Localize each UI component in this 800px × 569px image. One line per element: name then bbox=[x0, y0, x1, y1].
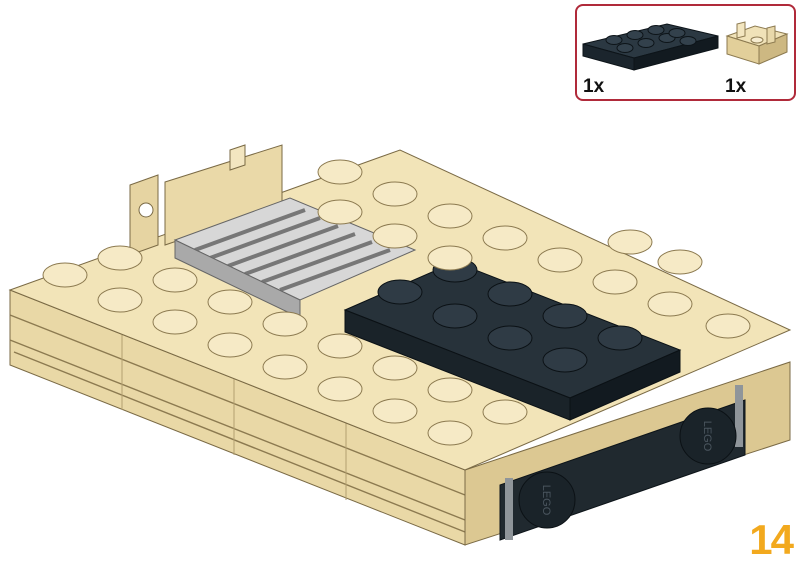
dark-plate-2x4-part bbox=[582, 23, 719, 71]
side-stud-left: LEGO bbox=[518, 471, 576, 529]
grille-tiles bbox=[173, 197, 417, 319]
stud-logo-text: LEGO bbox=[540, 485, 552, 516]
side-stud-right: LEGO bbox=[679, 407, 737, 465]
parts-callout: 1x 1x bbox=[575, 4, 796, 101]
step-number: 14 bbox=[749, 516, 794, 563]
part-quantity: 1x bbox=[725, 76, 747, 97]
stud-logo-text: LEGO bbox=[701, 421, 713, 452]
dark-plate-studs bbox=[377, 257, 643, 373]
tan-studs bbox=[42, 159, 751, 446]
tan-hinge-clip-part bbox=[725, 21, 789, 65]
part-quantity: 1x bbox=[583, 76, 605, 97]
parts-callout-art bbox=[582, 21, 789, 71]
dark-plate-2x4 bbox=[343, 257, 682, 421]
base-right-side: LEGO LEGO bbox=[464, 361, 791, 546]
hinge-clip-assembly bbox=[129, 144, 283, 256]
